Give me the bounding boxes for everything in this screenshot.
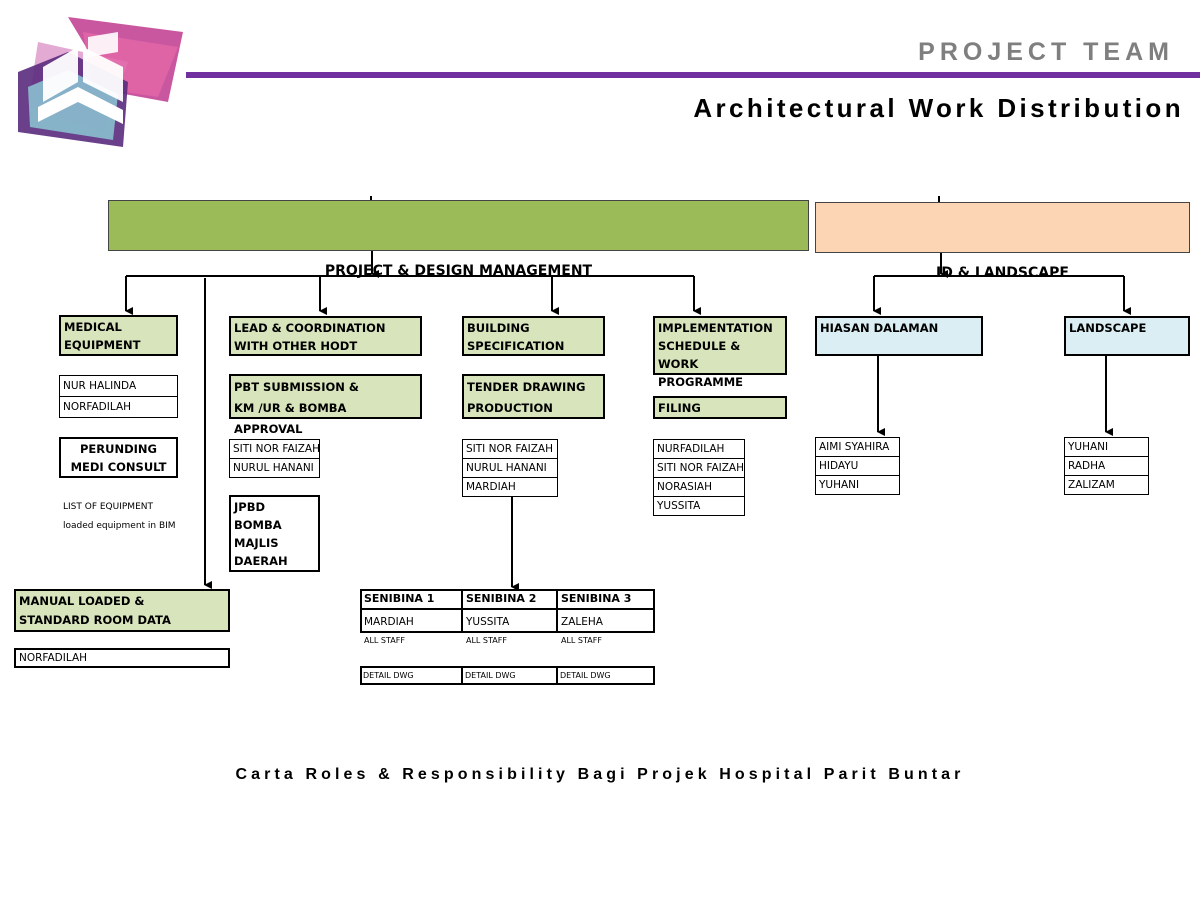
medical-member: NUR HALINDA (59, 375, 178, 397)
hiasan-member: YUHANI (815, 475, 900, 495)
implementation-member: NURFADILAH (653, 439, 745, 459)
implementation-member: YUSSITA (653, 496, 745, 516)
implementation-member: NORASIAH (653, 477, 745, 497)
senibina-task: DETAIL DWG (363, 671, 414, 680)
manual-member: NORFADILAH (14, 648, 230, 668)
senibina-staff: ALL STAFF (466, 636, 507, 645)
detail-dwg-table (360, 666, 655, 685)
senibina-team-name: SENIBINA 3 (561, 592, 632, 605)
bim-equipment-note: loaded equipment in BIM (63, 521, 176, 531)
id-landscape-box: ID & LANDSCAPE (815, 202, 1190, 281)
brand-logo-icon (18, 17, 183, 147)
medical-member: NORFADILAH (59, 396, 178, 418)
senibina-task: DETAIL DWG (465, 671, 516, 680)
lead-member: NURUL HANANI (229, 458, 320, 478)
lead-member: SITI NOR FAIZAH (229, 439, 320, 459)
manual-loaded-box: MANUAL LOADED & STANDARD ROOM DATA (14, 589, 230, 632)
landscape-box: LANDSCAPE (1064, 316, 1190, 356)
senibina-team-name: SENIBINA 2 (466, 592, 537, 605)
page-subtitle: Architectural Work Distribution (693, 93, 1184, 123)
landscape-member: RADHA (1064, 456, 1149, 476)
lead-coordination-box: LEAD & COORDINATION WITH OTHER HODT (229, 316, 422, 356)
landscape-member: ZALIZAM (1064, 475, 1149, 495)
implementation-box: IMPLEMENTATION SCHEDULE & WORK PROGRAMME (653, 316, 787, 389)
filing-box: FILING (653, 396, 787, 419)
medical-equipment-box: MEDICAL EQUIPMENT (59, 315, 178, 356)
detail-dwg-divider (556, 666, 558, 685)
implementation-member: SITI NOR FAIZAH (653, 458, 745, 478)
medi-consult-box: PERUNDING MEDI CONSULT (59, 437, 178, 478)
senibina-divider (556, 589, 558, 633)
hiasan-member: HIDAYU (815, 456, 900, 476)
list-of-equipment-note: LIST OF EQUIPMENT (63, 502, 153, 512)
project-design-management-label: PROJECT & DESIGN MANAGEMENT (324, 263, 593, 279)
senibina-team-name: SENIBINA 1 (364, 592, 435, 605)
building-member: NURUL HANANI (462, 458, 558, 478)
senibina-task: DETAIL DWG (560, 671, 611, 680)
building-member: SITI NOR FAIZAH (462, 439, 558, 459)
agencies-box: JPBD BOMBA MAJLIS DAERAH (229, 495, 320, 572)
senibina-team-lead: YUSSITA (466, 616, 510, 628)
hiasan-dalaman-box: HIASAN DALAMAN (815, 316, 983, 356)
header-divider (186, 72, 1200, 78)
tender-drawing-box: TENDER DRAWING PRODUCTION (462, 374, 605, 419)
landscape-member: YUHANI (1064, 437, 1149, 457)
building-member: MARDIAH (462, 477, 558, 497)
senibina-team-lead: MARDIAH (364, 616, 414, 628)
header-title: PROJECT TEAM (918, 38, 1174, 66)
senibina-table (360, 589, 655, 633)
project-design-management-box: PROJECT & DESIGN MANAGEMENT (108, 200, 809, 279)
building-specification-box: BUILDING SPECIFICATION (462, 316, 605, 356)
id-landscape-label: ID & LANDSCAPE (936, 265, 1069, 281)
pbt-submission-box: PBT SUBMISSION & KM /UR & BOMBA APPROVAL (229, 374, 422, 436)
hiasan-member: AIMI SYAHIRA (815, 437, 900, 457)
senibina-staff: ALL STAFF (561, 636, 602, 645)
senibina-divider (360, 608, 655, 610)
senibina-staff: ALL STAFF (364, 636, 405, 645)
footer-caption: Carta Roles & Responsibility Bagi Projek… (235, 766, 965, 783)
detail-dwg-divider (461, 666, 463, 685)
senibina-divider (461, 589, 463, 633)
senibina-team-lead: ZALEHA (561, 616, 603, 628)
